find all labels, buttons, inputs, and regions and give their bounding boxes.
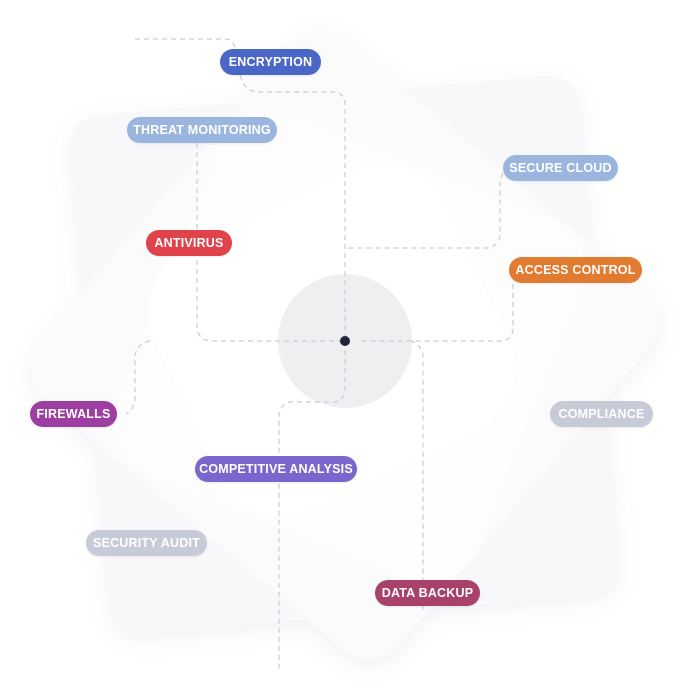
connector-encryption-top — [135, 38, 237, 50]
connector-access-control — [360, 284, 514, 342]
node-firewalls[interactable]: FIREWALLS — [30, 401, 117, 427]
connector-lines — [125, 38, 514, 670]
node-encryption[interactable]: ENCRYPTION — [220, 49, 321, 75]
node-access-control[interactable]: ACCESS CONTROL — [509, 257, 642, 283]
node-compliance[interactable]: COMPLIANCE — [550, 401, 653, 427]
node-data-backup[interactable]: DATA BACKUP — [375, 580, 480, 606]
node-antivirus[interactable]: ANTIVIRUS — [146, 230, 232, 256]
node-competitive-analysis[interactable]: COMPETITIVE ANALYSIS — [195, 456, 357, 482]
node-security-audit[interactable]: SECURITY AUDIT — [86, 530, 207, 556]
connector-data-backup — [409, 340, 424, 612]
center-node — [340, 336, 350, 346]
connector-competitive-analysis — [278, 341, 346, 670]
connector-secure-cloud — [345, 172, 504, 249]
node-secure-cloud[interactable]: SECURE CLOUD — [503, 155, 618, 181]
node-threat-monitoring[interactable]: THREAT MONITORING — [127, 117, 277, 143]
connector-encryption-center — [239, 74, 346, 341]
